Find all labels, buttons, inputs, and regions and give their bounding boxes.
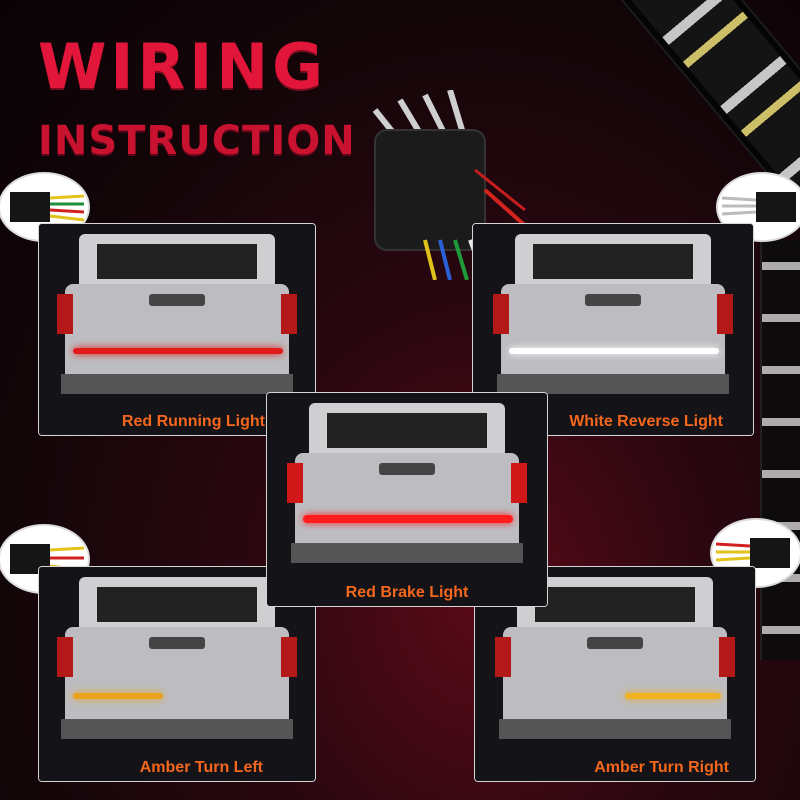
led-strip	[73, 693, 163, 699]
plug-icon	[715, 538, 790, 568]
caption-amber-turn-right: Amber Turn Right	[594, 759, 729, 776]
led-strip	[73, 348, 283, 354]
caption-red-running-light: Red Running Light	[121, 413, 265, 430]
caption-amber-turn-left: Amber Turn Left	[139, 759, 263, 776]
panel-red-brake-light: Red Brake Light	[266, 392, 548, 607]
led-strip-graphic-right	[760, 240, 800, 660]
caption-white-reverse-light: White Reverse Light	[569, 413, 723, 430]
panel-amber-turn-left: Amber Turn Left	[38, 566, 316, 782]
caption-red-brake-light: Red Brake Light	[345, 584, 469, 601]
plug-icon	[721, 192, 796, 222]
led-strip	[303, 515, 513, 523]
truck-rear-image	[267, 393, 547, 606]
led-strip	[625, 693, 721, 699]
truck-rear-image	[39, 567, 315, 781]
title-wiring: WIRING	[38, 30, 328, 103]
plug-icon	[10, 192, 85, 222]
led-strip	[509, 348, 719, 354]
title-instruction: INSTRUCTION	[38, 118, 356, 164]
